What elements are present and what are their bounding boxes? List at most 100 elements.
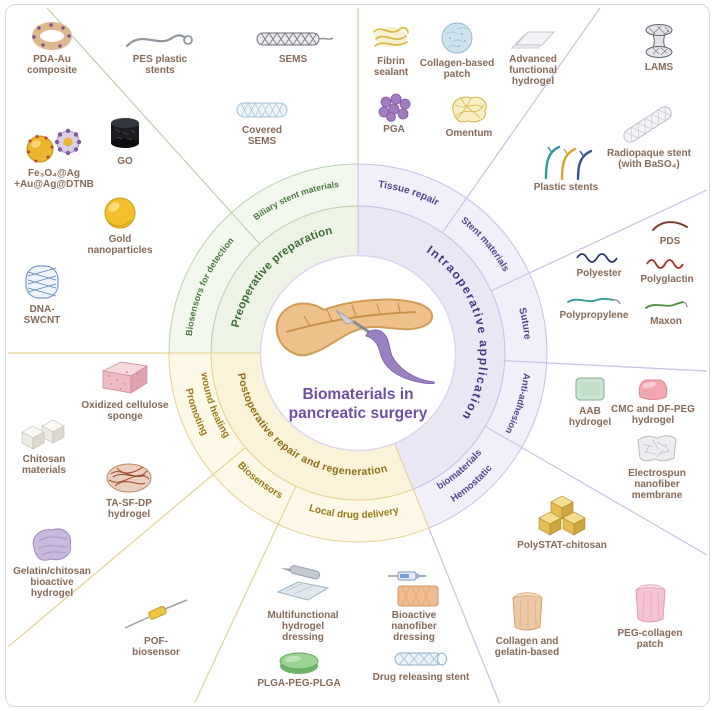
item-label: Fe₃O₄@Ag +Au@Ag@DTNB — [14, 168, 94, 191]
item-lams: LAMS — [617, 22, 701, 73]
item-omentum: Omentum — [431, 92, 507, 139]
maxon-suture-icon — [645, 301, 688, 309]
peg-collagen-sheet-icon — [635, 584, 666, 623]
item-label: PES plastic stents — [132, 54, 188, 77]
title-line1: Biomaterials in — [302, 386, 414, 403]
item-label: Electrospun nanofiber membrane — [628, 468, 686, 502]
item-label: DNA-SWCNT — [23, 304, 61, 327]
section-divider-lines — [7, 7, 708, 704]
nanofiber-membrane-icon — [637, 435, 677, 462]
item-tasfdp-hydrogel: TA-SF-DP hydrogel — [99, 460, 159, 520]
item-collagen-gelatin: Collagen and gelatin-based — [477, 586, 577, 658]
item-pof-biosensor: POF-biosensor — [124, 596, 188, 659]
item-polystat-chitosan: PolySTAT-chitosan — [502, 494, 622, 551]
polyester-suture-icon — [576, 253, 618, 263]
item-label: Omentum — [445, 128, 493, 139]
item-label: SEMS — [278, 54, 308, 65]
polypropylene-suture-icon — [567, 297, 621, 305]
item-radiopaque-stent: Radiopaque stent (with BaSO₄) — [597, 100, 701, 170]
pancreas-illustration — [275, 298, 435, 385]
item-label: CMC and DF-PEG hydrogel — [611, 404, 695, 427]
center-illustration — [266, 272, 450, 389]
aab-hydrogel-icon — [575, 377, 605, 401]
omentum-icon — [452, 96, 487, 123]
item-go: GO — [95, 112, 155, 167]
covered-sems-icon — [236, 102, 288, 118]
item-label: Advanced functional hydrogel — [509, 54, 557, 88]
sems-stent-icon — [256, 32, 334, 46]
drug-stent-icon — [394, 652, 447, 666]
dna-swcnt-icon — [25, 265, 59, 299]
item-label: Collagen and gelatin-based — [494, 636, 560, 659]
syringe-patch-icon — [388, 571, 439, 607]
bioactive-hydrogel-icon — [32, 528, 72, 561]
plga-disc-icon — [279, 652, 319, 674]
item-label: Drug releasing stent — [372, 672, 470, 683]
item-label: PolySTAT-chitosan — [517, 540, 607, 551]
graphene-oxide-icon — [111, 118, 139, 148]
item-label: Gelatin/chitosan bioactive hydrogel — [13, 566, 91, 600]
item-aab-hydrogel: AAB hydrogel — [567, 374, 613, 428]
item-label: LAMS — [644, 62, 674, 73]
item-label: PDA-Au composite — [26, 54, 77, 77]
hydrogel-sheet-icon — [510, 31, 556, 49]
item-dna-swcnt: DNA-SWCNT — [18, 262, 66, 326]
item-label: GO — [117, 156, 133, 167]
hydrogel-dressing-icon — [276, 565, 330, 601]
item-label: Gold nanoparticles — [87, 234, 153, 257]
item-maxon: Maxon — [631, 296, 701, 327]
item-label: Bioactive nanofiber dressing — [391, 610, 437, 644]
lams-stent-icon — [645, 24, 673, 58]
collagen-patch-icon — [441, 22, 473, 54]
item-pga: PGA — [364, 92, 424, 135]
item-label: PGA — [383, 124, 405, 135]
item-polyglactin: Polyglactin — [625, 254, 709, 285]
polystat-cubes-icon — [538, 495, 586, 536]
item-label: Chitosan materials — [22, 454, 66, 477]
item-fibrin-sealant: Fibrin sealant — [365, 20, 417, 78]
pof-biosensor-icon — [124, 599, 188, 629]
item-label: Fibrin sealant — [373, 56, 409, 79]
cellulose-sponge-icon — [101, 361, 149, 394]
item-label: Radiopaque stent (with BaSO₄) — [607, 148, 691, 171]
item-pda-au: PDA-Au composite — [24, 20, 80, 76]
item-label: Plastic stents — [533, 182, 599, 193]
item-covered-sems: Covered SEMS — [236, 97, 288, 148]
item-plastic-stents: Plastic stents — [520, 138, 612, 193]
nanoprobe-spheres-icon — [26, 128, 82, 163]
pes-plastic-stent-icon — [125, 34, 193, 48]
item-multifunctional-dressing: Multifunctional hydrogel dressing — [260, 564, 346, 644]
item-polypropylene: Polypropylene — [554, 292, 634, 321]
item-collagen-patch: Collagen-based patch — [419, 20, 495, 80]
tasfdp-hydrogel-icon — [106, 463, 152, 493]
fibrin-sealant-icon — [373, 26, 409, 47]
item-electrospun-membrane: Electrospun nanofiber membrane — [615, 430, 699, 502]
item-label: Oxidized cellulose sponge — [81, 400, 169, 423]
item-label: Polyester — [576, 268, 622, 279]
item-peg-collagen: PEG-collagen patch — [617, 578, 683, 650]
item-polyester: Polyester — [559, 248, 639, 279]
pga-cluster-icon — [378, 93, 411, 122]
item-label: Covered SEMS — [241, 125, 282, 148]
item-label: Collagen-based patch — [419, 58, 495, 81]
chitosan-cubes-icon — [21, 419, 65, 450]
item-label: Multifunctional hydrogel dressing — [267, 610, 339, 644]
item-label: AAB hydrogel — [568, 406, 612, 429]
item-label: Maxon — [650, 316, 682, 327]
pda-au-composite-icon — [32, 22, 72, 50]
cmc-hydrogel-icon — [638, 379, 668, 400]
item-label: TA-SF-DP hydrogel — [106, 498, 152, 521]
item-fe3o4-nanoprobes: Fe₃O₄@Ag +Au@Ag@DTNB — [2, 126, 106, 190]
item-plga-peg-plga: PLGA-PEG-PLGA — [244, 650, 354, 689]
item-chitosan: Chitosan materials — [13, 414, 75, 476]
item-label: PEG-collagen patch — [617, 628, 683, 651]
pds-suture-icon — [652, 221, 688, 231]
item-label: POF-biosensor — [132, 636, 180, 659]
item-pes-stents: PES plastic stents — [125, 26, 193, 77]
item-bioactive-nanofiber: Bioactive nanofiber dressing — [379, 564, 449, 644]
plastic-stents-icon — [544, 145, 593, 180]
polyglactin-suture-icon — [646, 259, 684, 269]
item-gelatin-chitosan-hydrogel: Gelatin/chitosan bioactive hydrogel — [10, 524, 94, 600]
hand-scalpel-icon — [335, 309, 435, 385]
